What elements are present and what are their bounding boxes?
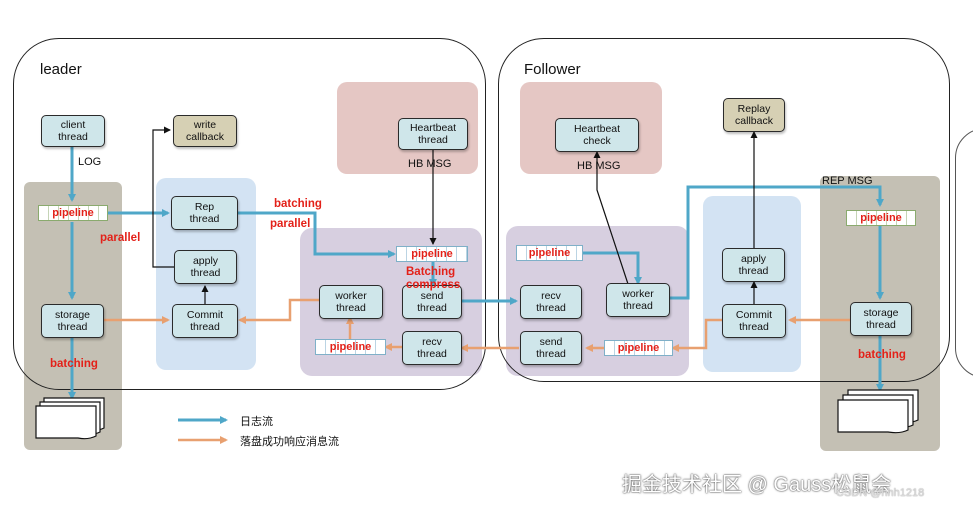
storage-thread-box: storage thread — [850, 302, 912, 336]
recv-thread-box: recv thread — [402, 331, 462, 365]
leader-pipeline-recv: pipeline — [315, 339, 386, 355]
follower-pipeline-storage: pipeline — [846, 210, 916, 226]
arrow-worker-to-heartbeat-check — [593, 151, 629, 285]
leader-title: leader — [40, 61, 82, 78]
leader-cluster — [13, 38, 486, 390]
legend-log-flow: 日志流 — [240, 416, 273, 428]
follower-cluster — [498, 38, 950, 382]
leader-parallel-label-1: parallel — [100, 232, 141, 244]
storage-thread-box: storage thread — [41, 304, 104, 338]
log-label: LOG — [78, 156, 102, 168]
apply-thread-box: apply thread — [174, 250, 237, 284]
rep-msg-label: REP MSG — [822, 175, 873, 187]
apply-thread-box: apply thread — [722, 248, 785, 282]
rep-thread-box: Rep thread — [171, 196, 238, 230]
arrow-apply-to-write-callback — [152, 126, 174, 268]
leader-parallel-label-rep: parallel — [270, 218, 311, 230]
replay-callback-box: Replay callback — [723, 98, 785, 132]
commit-thread-box: Commit thread — [722, 304, 786, 338]
worker-thread-box: worker thread — [319, 285, 383, 319]
send-thread-box: send thread — [402, 285, 462, 319]
leader-batching-compress-label: Batching compress — [406, 266, 461, 291]
leader-batching-label-rep: batching — [274, 198, 322, 210]
recv-thread-box: recv thread — [520, 285, 582, 319]
log-arrow-worker-to-storage-pipeline — [670, 185, 884, 300]
legend-ack-flow: 落盘成功响应消息流 — [240, 436, 339, 448]
commit-thread-box: Commit thread — [172, 304, 238, 338]
send-thread-box: send thread — [520, 331, 582, 365]
document-stack-icon — [35, 397, 105, 440]
heartbeat-check-box: Heartbeat check — [555, 118, 639, 152]
follower-batching-label: batching — [858, 349, 906, 361]
leader-batching-label-storage: batching — [50, 358, 98, 370]
follower-pipeline-send: pipeline — [604, 340, 673, 356]
log-arrow-rep-to-send-pipeline — [238, 211, 396, 258]
document-stack-icon — [837, 389, 919, 434]
follower-hb-msg-label: HB MSG — [577, 160, 621, 172]
worker-thread-box: worker thread — [606, 283, 670, 317]
log-arrow-pipeline-to-worker — [583, 251, 642, 285]
follower-pipeline-recv: pipeline — [516, 245, 583, 261]
leader-pipeline-client: pipeline — [38, 205, 108, 221]
write-callback-box: write callback — [173, 115, 237, 147]
ack-arrow-worker-to-commit — [238, 298, 319, 324]
ack-arrow-commit-to-pipeline — [671, 318, 722, 352]
heartbeat-thread-box: Heartbeat thread — [398, 118, 468, 150]
leader-pipeline-send: pipeline — [396, 246, 468, 262]
client-thread-box: client thread — [41, 115, 105, 147]
watermark: 掘金技术社区 @ Gauss松鼠会 — [622, 474, 892, 496]
csdn-watermark: CSDN @hhh1218 — [836, 487, 925, 499]
leader-hb-msg-label: HB MSG — [408, 158, 452, 170]
follower-title: Follower — [524, 61, 581, 78]
